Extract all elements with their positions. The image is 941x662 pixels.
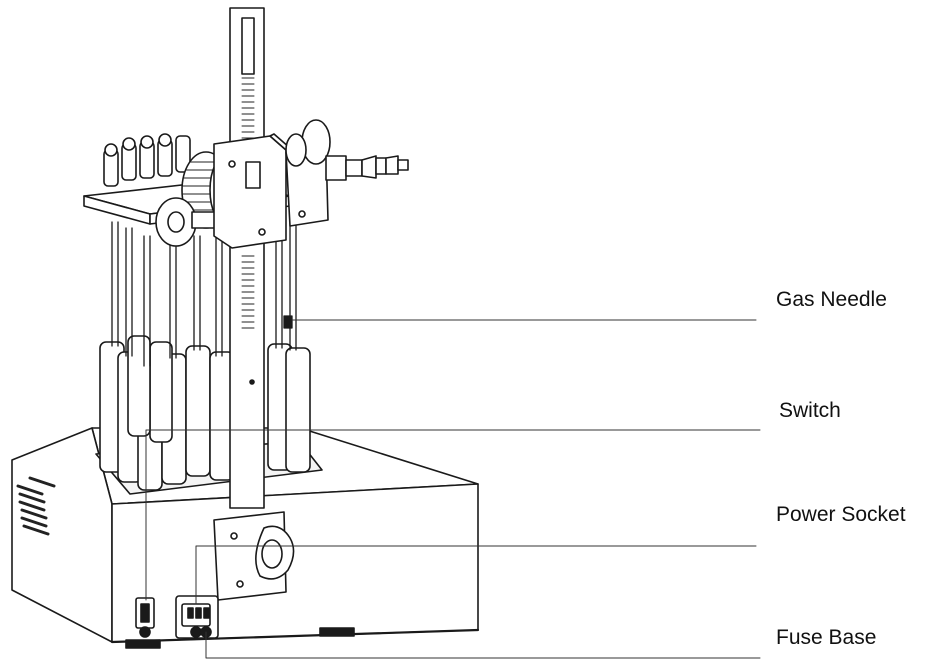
power-socket-leader: [195, 545, 757, 605]
column-clamp: [213, 511, 295, 601]
power-socket: [175, 595, 219, 639]
power-switch: [135, 597, 155, 638]
gas-inlet-block: [285, 119, 409, 227]
carriage-block: [213, 133, 291, 249]
switch-leader: [145, 429, 761, 601]
vertical-column: [229, 7, 265, 509]
label-gas-needle: Gas Needle: [776, 288, 887, 311]
sample-tubes: [99, 335, 311, 491]
label-fuse-base: Fuse Base: [776, 626, 877, 649]
label-power-socket: Power Socket: [776, 503, 906, 526]
label-switch: Switch: [779, 399, 841, 422]
left-lock-knob: [155, 197, 219, 247]
fuse-base-leader: [205, 631, 761, 659]
gas-needles: [111, 217, 297, 367]
leader-lines: [145, 319, 761, 659]
side-vents: [16, 476, 56, 536]
